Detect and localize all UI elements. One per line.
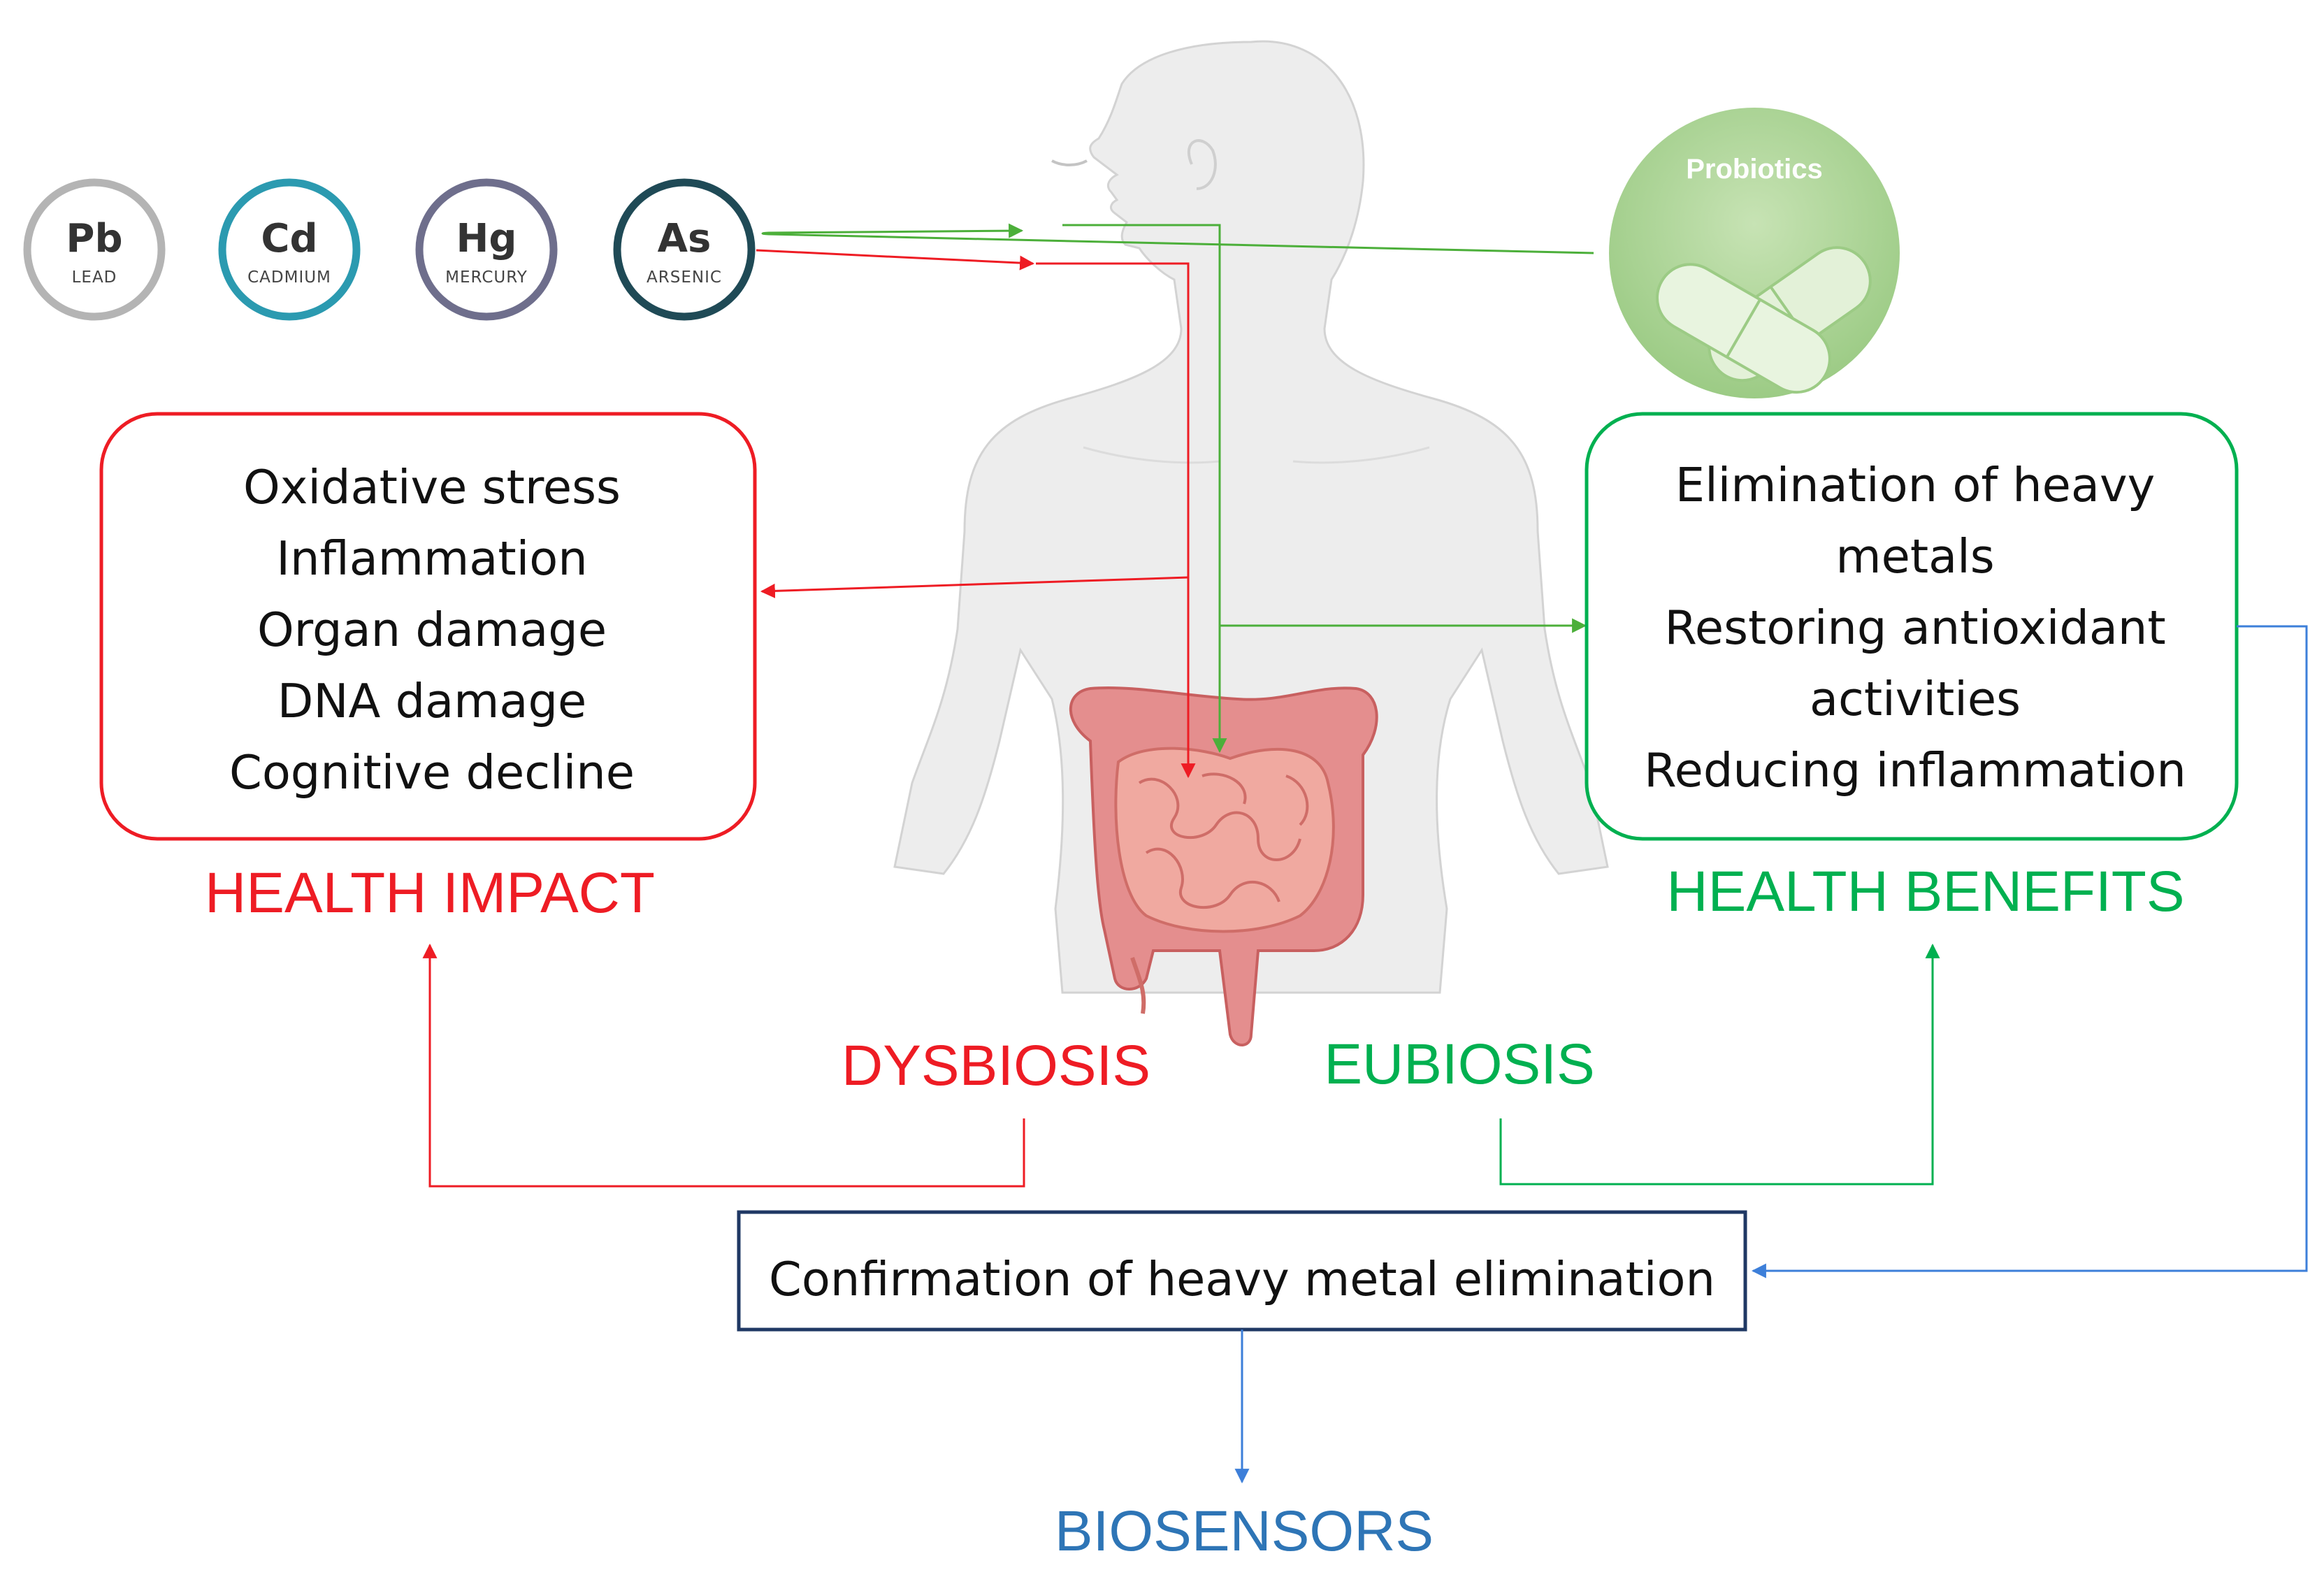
red-pathway-down	[1036, 262, 1196, 779]
health-benefits-item: Reducing inflammation	[1644, 743, 2186, 798]
green-pathway-down	[1062, 224, 1227, 754]
biosensors-label: BIOSENSORS	[1055, 1499, 1434, 1563]
element-ring	[218, 178, 361, 321]
element-ring	[23, 178, 166, 321]
health-impact-title: HEALTH IMPACT	[205, 861, 655, 925]
health-impact-item: Oxidative stress	[243, 460, 621, 514]
confirmation-text: Confirmation of heavy metal elimination	[769, 1252, 1715, 1306]
element-badge-cadmium: Cd CADMIUM	[218, 178, 361, 321]
element-badge-mercury: Hg MERCURY	[415, 178, 558, 321]
element-name: LEAD	[72, 268, 117, 287]
dysbiosis-to-health-impact-arrow	[422, 943, 1025, 1188]
eye	[1051, 159, 1088, 166]
health-benefits-item: Restoring antioxidant	[1664, 600, 2165, 655]
health-impact-item: Organ damage	[257, 603, 607, 657]
element-name: ARSENIC	[647, 268, 722, 287]
human-body-illustration	[893, 40, 1609, 994]
element-badge-arsenic: As ARSENIC	[613, 178, 756, 321]
health-impact-item: DNA damage	[277, 674, 587, 728]
element-name: MERCURY	[445, 268, 528, 287]
health-benefits-title: HEALTH BENEFITS	[1666, 860, 2184, 923]
element-symbol: Cd	[261, 216, 317, 261]
heavy-metals: Pb LEAD Cd CADMIUM Hg MERCURY As ARSENIC	[23, 178, 756, 321]
confirmation-box	[737, 1210, 1747, 1332]
intestines-illustration	[1069, 686, 1378, 1046]
health-benefits-item: activities	[1810, 672, 2021, 726]
appendix	[1130, 957, 1146, 1014]
element-symbol: Hg	[456, 216, 517, 261]
element-badge-lead: Pb LEAD	[23, 178, 166, 321]
dysbiosis-label: DYSBIOSIS	[842, 1034, 1150, 1097]
eubiosis-to-health-benefits-arrow	[1499, 943, 1940, 1186]
health-impact-box	[99, 412, 757, 841]
element-name: CADMIUM	[247, 268, 331, 287]
probiotics-label: Probiotics	[1686, 154, 1823, 185]
probiotics-to-mouth-arrow	[761, 223, 1594, 254]
benefits-to-confirmation-arrow	[1751, 625, 2308, 1279]
health-benefits-panel: Elimination of heavy metals Restoring an…	[1585, 412, 2239, 923]
probiotics-illustration: Probiotics	[1609, 108, 1900, 398]
body-silhouette	[893, 40, 1609, 994]
element-ring	[415, 178, 558, 321]
ingestion-arrows	[756, 223, 1594, 779]
small-intestine-coils	[1138, 772, 1309, 909]
element-symbol: As	[658, 216, 712, 261]
eubiosis-label: EUBIOSIS	[1324, 1032, 1594, 1096]
health-impact-item: Cognitive decline	[229, 745, 635, 800]
health-benefits-item: Elimination of heavy	[1675, 458, 2156, 512]
collarbone-right	[1292, 446, 1430, 464]
capsule-icon	[1655, 263, 1831, 394]
element-symbol: Pb	[66, 216, 122, 261]
arrow-to-health-impact	[760, 576, 1189, 598]
element-ring	[613, 178, 756, 321]
health-benefits-item: metals	[1835, 529, 1994, 584]
collarbone-left	[1083, 446, 1220, 464]
health-impact-item: Inflammation	[276, 531, 587, 586]
metals-to-mouth-arrow	[756, 249, 1035, 271]
health-impact-panel: Oxidative stress Inflammation Organ dama…	[99, 412, 757, 925]
ear	[1187, 139, 1217, 190]
small-intestine	[1114, 747, 1335, 933]
